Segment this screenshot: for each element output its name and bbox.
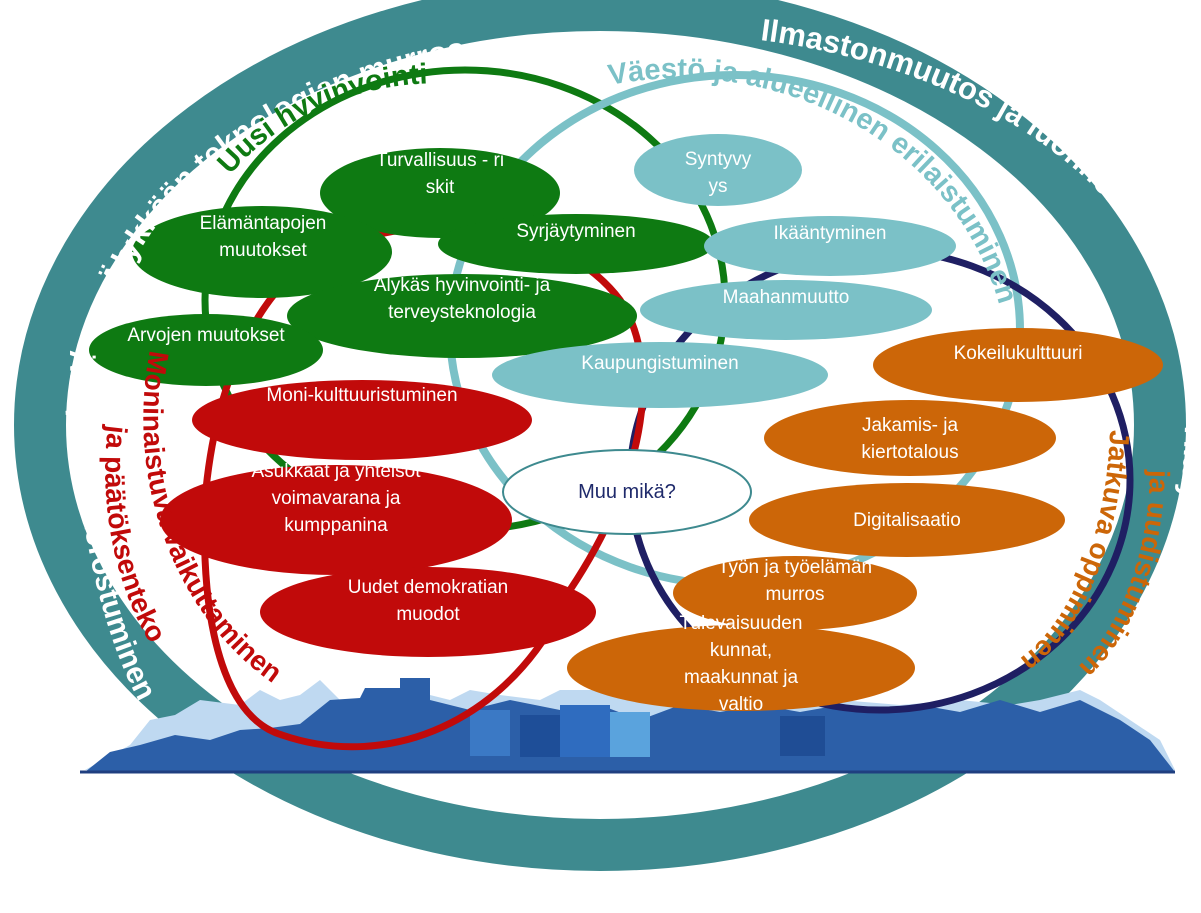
node-maahanmuutto <box>640 280 932 340</box>
node-arvojen <box>89 314 323 386</box>
node-kaupungistuminen <box>492 342 828 408</box>
node-kokeilukulttuuri <box>873 328 1163 402</box>
node-monikulttuuristuminen <box>192 380 532 460</box>
label-syntyvyys: Syntyvyys <box>684 149 752 197</box>
outer-ring <box>14 0 1186 871</box>
node-asukkaat <box>160 465 512 575</box>
label-jakamis: Jakamis- ja kiertotalous <box>861 415 959 463</box>
label-kaupungistuminen: Kaupungistuminen <box>581 353 739 374</box>
node-muu <box>502 449 752 535</box>
node-turvallisuus <box>320 148 560 238</box>
label-kokeilukulttuuri: Kokeilukulttuuri <box>953 343 1083 364</box>
label-digitalisaatio: Digitalisaatio <box>853 510 961 531</box>
node-jakamis <box>764 400 1056 476</box>
label-tulevaisuuden: Tulevaisuuden kunnat, maakunnat ja valti… <box>679 613 803 715</box>
label-arvojen: Arvojen muutokset <box>127 325 285 346</box>
label-syrjaytyminen: Syrjäytyminen <box>516 221 636 242</box>
node-ikaantyminen <box>704 216 956 276</box>
label-turvallisuus: Turvallisuus - riskit <box>375 150 505 198</box>
label-elamantapojen: Elämäntapojen muutokset <box>199 213 327 261</box>
label-maahanmuutto: Maahanmuutto <box>722 287 850 308</box>
node-tulevaisuuden <box>567 625 915 711</box>
label-ikaantyminen: Ikääntyminen <box>773 223 887 244</box>
node-syntyvyys <box>634 134 802 206</box>
label-tyon: Työn ja työelämän murros <box>717 557 873 605</box>
node-alykas <box>287 274 637 358</box>
node-tyon <box>673 556 917 630</box>
label-asukkaat: Asukkaat ja yhteisöt voimavarana ja kump… <box>251 461 421 536</box>
node-syrjaytyminen <box>438 214 714 274</box>
label-alykas: Älykäs hyvinvointi- ja terveysteknologia <box>373 275 551 323</box>
node-digitalisaatio <box>749 483 1065 557</box>
node-uudet <box>260 567 596 657</box>
label-monikulttuuristuminen: Moni-kulttuuristuminen <box>266 385 458 406</box>
node-elamantapojen <box>132 206 392 298</box>
label-muu: Muu mikä? <box>578 481 676 503</box>
label-uudet: Uudet demokratian muodot <box>347 577 509 625</box>
